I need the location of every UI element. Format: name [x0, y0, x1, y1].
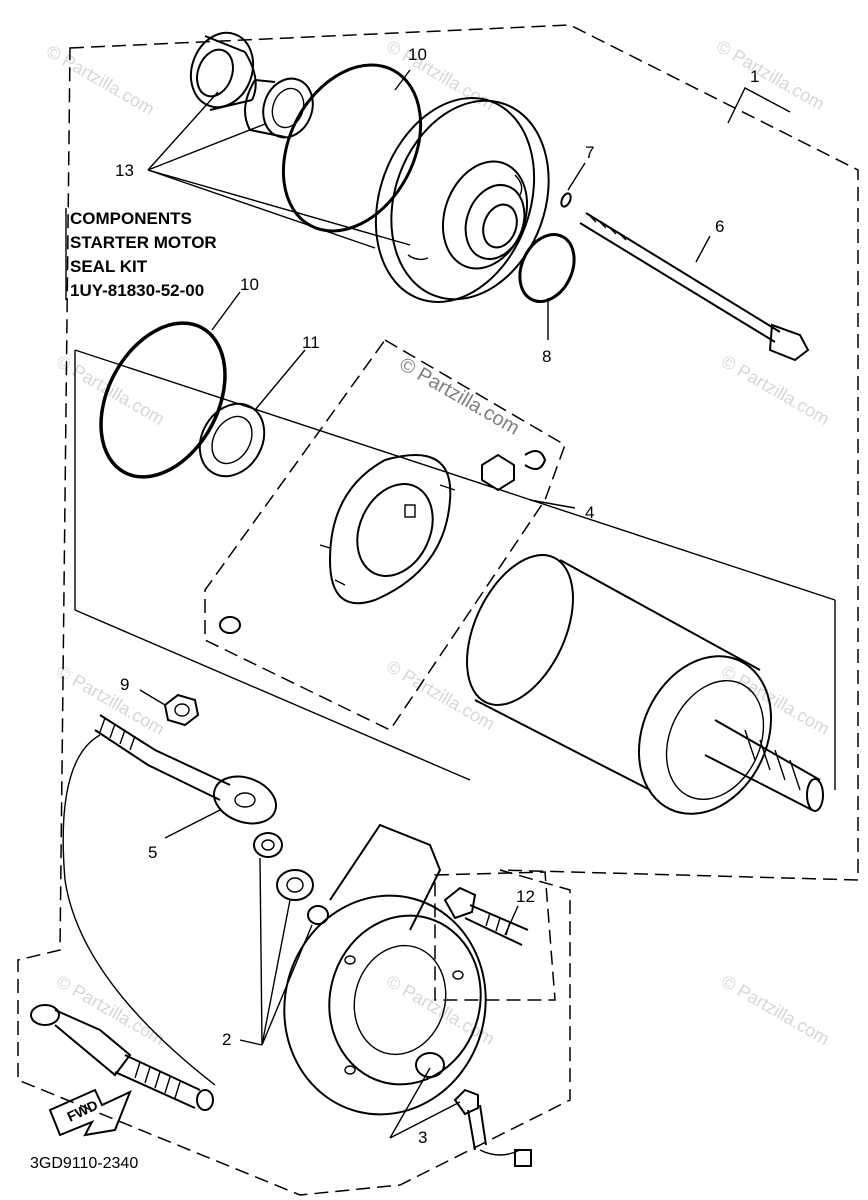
callout-3: 3	[418, 1128, 427, 1147]
callout-7: 7	[585, 143, 594, 162]
assembly-boundary-brush-holder	[204, 339, 566, 731]
watermark: © Partzilla.com	[43, 41, 158, 119]
long-bolt	[579, 212, 810, 362]
front-cover	[374, 97, 550, 303]
seal-kit-line-3: SEAL KIT	[70, 257, 148, 276]
washer	[198, 402, 266, 478]
battery-cable-end	[30, 1004, 214, 1111]
watermark: © Partzilla.com	[718, 351, 833, 429]
leader-lines	[139, 69, 791, 1139]
callout-12: 12	[516, 887, 535, 906]
watermark: © Partzilla.com	[718, 971, 833, 1049]
diagram-code: 3GD9110-2340	[30, 1155, 138, 1172]
oil-seal	[189, 31, 257, 111]
seal-kit-part-number: 1UY-81830-52-00	[70, 281, 204, 300]
brush	[481, 450, 547, 492]
seal-kit-line-1: COMPONENTS	[70, 209, 192, 228]
callout-8: 8	[542, 347, 551, 366]
yoke-armature	[466, 554, 824, 815]
brush-plate	[319, 454, 456, 605]
o-ring-small	[518, 233, 576, 303]
callout-10-lower: 10	[240, 275, 259, 294]
watermark: © Partzilla.com	[53, 661, 168, 739]
o-ring-lower	[99, 321, 227, 479]
watermark: © Partzilla.com	[383, 656, 498, 734]
callout-2: 2	[222, 1030, 231, 1049]
terminal-bolt	[453, 1088, 532, 1167]
yoke-assembly-lines	[74, 349, 836, 790]
callout-9: 9	[120, 675, 129, 694]
rear-cover	[283, 823, 487, 1116]
callout-labels: 1 2 3 4 5 6 7 8 9 10 10 11 12 13	[115, 45, 759, 1147]
o-ring-tiny	[560, 192, 572, 208]
seal-kit-label: COMPONENTS STARTER MOTOR SEAL KIT 1UY-81…	[65, 208, 217, 300]
callout-13: 13	[115, 161, 134, 180]
brush-spring	[219, 616, 241, 634]
watermark: © Partzilla.com	[53, 351, 168, 429]
insulator-washers	[253, 832, 329, 925]
assembly-boundary-bolt	[434, 871, 556, 1001]
fwd-arrow-icon: FWD	[48, 1088, 132, 1137]
callout-4: 4	[585, 503, 594, 522]
watermark-layer: © Partzilla.com © Partzilla.com © Partzi…	[43, 36, 833, 1049]
assembly-boundary-starter-motor	[17, 24, 859, 1196]
mounting-bolt	[443, 886, 529, 946]
callout-11: 11	[302, 333, 320, 352]
watermark: © Partzilla.com	[718, 661, 833, 739]
callout-1: 1	[750, 67, 759, 86]
seal-kit-line-2: STARTER MOTOR	[70, 233, 217, 252]
nut	[163, 693, 200, 727]
watermark: © Partzilla.com	[713, 36, 828, 114]
callout-10-upper: 10	[408, 45, 427, 64]
terminal-lead	[62, 714, 277, 1086]
callout-6: 6	[715, 217, 724, 236]
callout-5: 5	[148, 843, 157, 862]
watermark: © Partzilla.com	[396, 353, 524, 439]
